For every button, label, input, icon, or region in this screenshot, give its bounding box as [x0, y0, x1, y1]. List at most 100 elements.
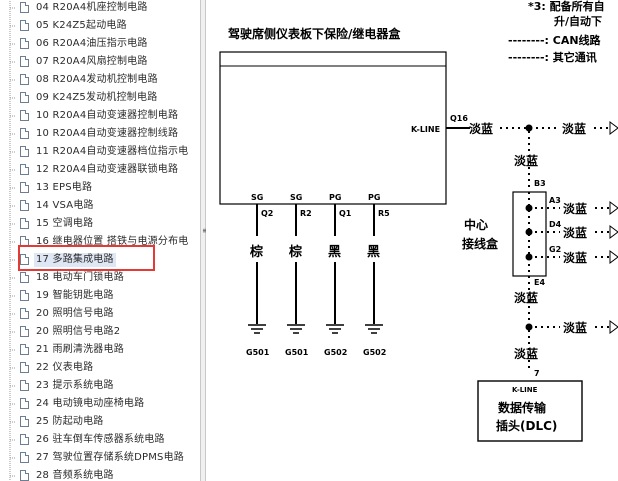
tree-item-label: 21 雨刷清洗器电路 — [36, 344, 124, 355]
kline-right-arrow-icon — [609, 121, 618, 135]
splice-down-color: 淡蓝 — [514, 153, 538, 168]
pane-splitter[interactable]: ≡ — [200, 0, 209, 481]
tree-connector-icon — [9, 107, 16, 125]
page-icon — [20, 290, 29, 301]
tree-item[interactable]: 07 R20A4风扇控制电路 — [0, 53, 200, 71]
branch-g2-pin: G2 — [549, 245, 561, 254]
junction-branch-g2: G2 淡蓝 — [529, 245, 618, 265]
tree-item[interactable]: 25 防起动电路 — [0, 413, 200, 431]
tree-item-label: 16 继电器位置 搭铁与电源分布电 — [36, 236, 189, 247]
tree-item-label: 18 电动车门锁电路 — [36, 272, 124, 283]
tree-connector-icon — [9, 125, 16, 143]
dlc-name-line2: 插头(DLC) — [496, 418, 557, 433]
tree-item[interactable]: 19 智能钥匙电路 — [0, 287, 200, 305]
splitter-grip-icon: ≡ — [202, 227, 209, 237]
tree-connector-icon — [9, 323, 16, 341]
page-icon — [20, 380, 29, 391]
wiring-diagram-pane: *3: 配备所有自 升/自动下 --------: CAN线路 --------… — [206, 0, 618, 481]
tree-item[interactable]: 11 R20A4自动变速器档位指示电 — [0, 143, 200, 161]
page-icon — [20, 416, 29, 427]
tree-item-label: 14 VSA电路 — [36, 200, 94, 211]
tree-item[interactable]: 04 R20A4机座控制电路 — [0, 0, 200, 17]
page-icon — [20, 56, 29, 67]
tree-connector-icon — [9, 35, 16, 53]
selection-highlight-box — [18, 245, 155, 271]
tree-item-label: 11 R20A4自动变速器档位指示电 — [36, 146, 189, 157]
lower-branch-color: 淡蓝 — [563, 320, 587, 335]
tree-item-label: 06 R20A4油压指示电路 — [36, 38, 148, 49]
lower-branch-arrow-icon — [609, 320, 618, 334]
ground-wire-color: 黑 — [367, 245, 380, 260]
fuse-kline-pin: Q16 — [450, 114, 468, 123]
tree-connector-icon — [9, 89, 16, 107]
tree-item-label: 10 R20A4自动变速器控制线路 — [36, 128, 179, 139]
tree-item-label: 25 防起动电路 — [36, 416, 104, 427]
page-icon — [20, 218, 29, 229]
tree-item[interactable]: 14 VSA电路 — [0, 197, 200, 215]
tree-item[interactable]: 10 R20A4自动变速器控制线路 — [0, 125, 200, 143]
tree-connector-icon — [9, 431, 16, 449]
dlc-kline-label: K-LINE — [512, 386, 538, 394]
page-icon — [20, 74, 29, 85]
dlc-box-outline — [477, 380, 583, 442]
tree-item[interactable]: 08 R20A4发动机控制电路 — [0, 71, 200, 89]
tree-item[interactable]: 18 电动车门锁电路 — [0, 269, 200, 287]
ground-signal-label: PG — [329, 193, 341, 202]
tree-item[interactable]: 23 提示系统电路 — [0, 377, 200, 395]
tree-item-label: 07 R20A4风扇控制电路 — [36, 56, 148, 67]
tree-item[interactable]: 05 K24Z5起动电路 — [0, 17, 200, 35]
tree-item[interactable]: 28 音频系统电路 — [0, 467, 200, 481]
page-icon — [20, 146, 29, 157]
ground-symbol-icon — [248, 324, 266, 334]
tree-item[interactable]: 10 R20A4自动变速器控制电路 — [0, 107, 200, 125]
tree-item[interactable]: 12 R20A4自动变速器联锁电路 — [0, 161, 200, 179]
note-line-3: --------: CAN线路 — [508, 33, 602, 47]
tree-item-label: 28 音频系统电路 — [36, 470, 114, 481]
ground-point-label: G502 — [324, 348, 347, 357]
ground-signal-label: PG — [368, 193, 380, 202]
tree-item[interactable]: 26 驻车倒车传感器系统电路 — [0, 431, 200, 449]
tree-item-label: 10 R20A4自动变速器控制电路 — [36, 110, 179, 121]
tree-connector-icon — [9, 413, 16, 431]
tree-item[interactable]: 27 驾驶位置存储系统DPMS电路 — [0, 449, 200, 467]
note-line-4: --------: 其它通讯 — [508, 50, 597, 64]
tree-item[interactable]: 06 R20A4油压指示电路 — [0, 35, 200, 53]
tree-item[interactable]: 24 电动镜电动座椅电路 — [0, 395, 200, 413]
page-icon — [20, 470, 29, 481]
tree-connector-icon — [9, 143, 16, 161]
tree-item[interactable]: 09 K24Z5发动机控制电路 — [0, 89, 200, 107]
page-icon — [20, 110, 29, 121]
ground-point-label: G501 — [285, 348, 309, 357]
dlc-wire-color: 淡蓝 — [514, 346, 538, 361]
tree-item[interactable]: 13 EPS电路 — [0, 179, 200, 197]
page-icon — [20, 128, 29, 139]
page-icon — [20, 398, 29, 409]
lower-branch: 淡蓝 — [529, 320, 618, 335]
tree-item-label: 19 智能钥匙电路 — [36, 290, 114, 301]
tree-item[interactable]: 21 雨刷清洗器电路 — [0, 341, 200, 359]
ground-symbol-icon — [365, 324, 383, 334]
tree-item[interactable]: 17 多路集成电路 — [0, 251, 200, 269]
dlc-name-line1: 数据传输 — [498, 400, 547, 415]
page-icon — [20, 272, 29, 283]
tree-item[interactable]: 20 照明信号电路2 — [0, 323, 200, 341]
tree-item-label: 22 仪表电路 — [36, 362, 94, 373]
tree-item[interactable]: 20 照明信号电路 — [0, 305, 200, 323]
page-icon — [20, 254, 29, 265]
page-icon — [20, 452, 29, 463]
ground-signal-label: SG — [290, 193, 302, 202]
page-icon — [20, 164, 29, 175]
tree-connector-icon — [9, 251, 16, 269]
tree-item[interactable]: 15 空调电路 — [0, 215, 200, 233]
ground-pin-label: Q2 — [261, 209, 273, 218]
tree-item[interactable]: 22 仪表电路 — [0, 359, 200, 377]
branch-g2-arrow-icon — [609, 250, 618, 264]
kline-right-color: 淡蓝 — [562, 121, 586, 136]
kline-wire-color: 淡蓝 — [469, 121, 493, 136]
ground-pin-label: R5 — [378, 209, 390, 218]
tree-item-label: 12 R20A4自动变速器联锁电路 — [36, 164, 179, 175]
ground-symbol-icon — [326, 324, 344, 334]
ground-symbol-icon — [287, 324, 305, 334]
tree-item-label: 08 R20A4发动机控制电路 — [36, 74, 158, 85]
